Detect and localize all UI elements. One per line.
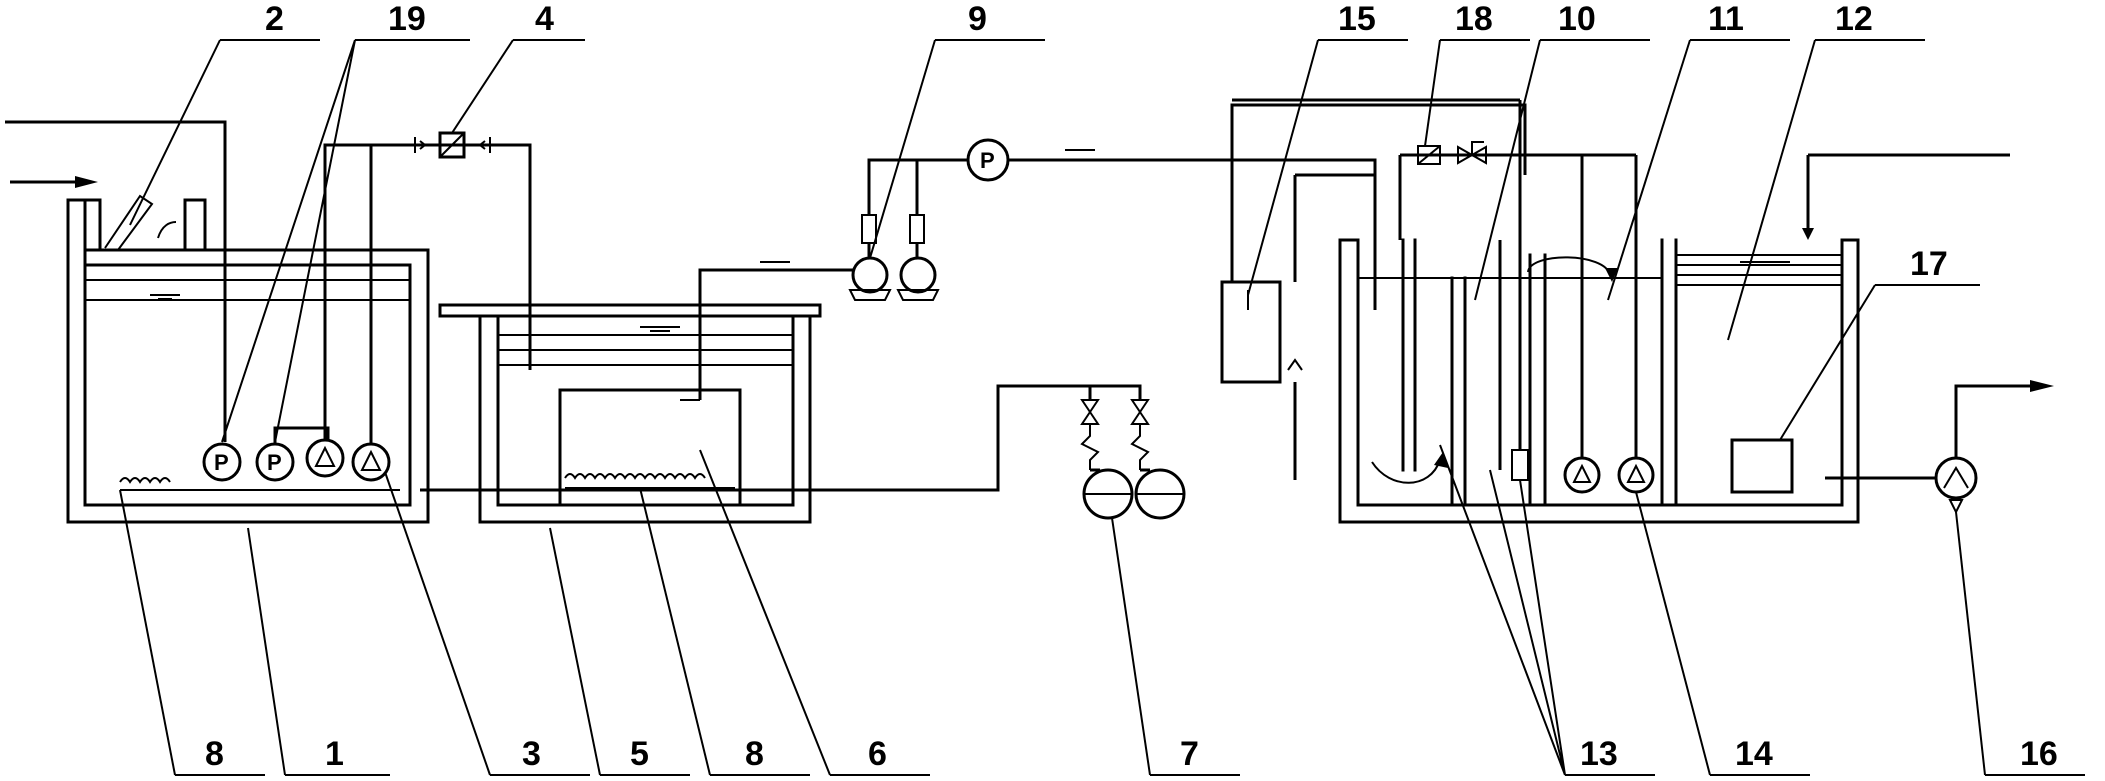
tank-1-inlet-pipes bbox=[5, 120, 227, 442]
label-16: 16 bbox=[2020, 735, 2058, 773]
label-15: 15 bbox=[1338, 0, 1376, 38]
label-10: 10 bbox=[1558, 0, 1596, 38]
label-14: 14 bbox=[1735, 735, 1773, 773]
bottom-labels: 8 1 3 5 8 6 7 13 14 16 bbox=[119, 444, 2085, 776]
tank-1-pumps: P P bbox=[202, 143, 440, 482]
tank-1 bbox=[66, 194, 430, 524]
submersible-pump-icon bbox=[1563, 456, 1601, 494]
air-pipe bbox=[420, 384, 1186, 520]
label-1: 1 bbox=[325, 735, 344, 773]
label-13: 13 bbox=[1580, 735, 1618, 773]
label-8-middle: 8 bbox=[745, 735, 764, 773]
top-labels: 2 19 4 9 15 18 10 11 12 17 bbox=[129, 0, 1980, 443]
inlet-arrow-icon bbox=[75, 176, 98, 188]
tank-15 bbox=[1220, 103, 1527, 480]
submersible-pump-icon bbox=[1617, 456, 1655, 494]
pump-symbol: P bbox=[980, 148, 995, 173]
label-2: 2 bbox=[265, 0, 284, 38]
label-7: 7 bbox=[1180, 735, 1199, 773]
tank-right bbox=[1232, 98, 2054, 524]
pumps-9: P bbox=[698, 138, 1377, 400]
valve-18 bbox=[1398, 141, 1638, 440]
label-11: 11 bbox=[1708, 0, 1744, 38]
label-4: 4 bbox=[535, 0, 554, 38]
pump-symbol: P bbox=[267, 450, 282, 475]
unit-17-box bbox=[1730, 438, 1794, 494]
label-19: 19 bbox=[388, 0, 426, 38]
label-9: 9 bbox=[968, 0, 987, 38]
pump-p-icon bbox=[202, 442, 242, 482]
submersible-pump-icon bbox=[351, 442, 391, 482]
label-8-left: 8 bbox=[205, 735, 224, 773]
pump-symbol: P bbox=[214, 450, 229, 475]
outlet-arrow-icon bbox=[2030, 380, 2054, 392]
label-17: 17 bbox=[1910, 245, 1948, 283]
outlet-pump-icon bbox=[1934, 456, 1978, 500]
submersible-pump-icon bbox=[305, 438, 345, 478]
pump-9-icon bbox=[899, 256, 937, 294]
label-6: 6 bbox=[868, 735, 887, 773]
tank-5 bbox=[438, 303, 822, 524]
label-18: 18 bbox=[1455, 0, 1493, 38]
label-5: 5 bbox=[630, 735, 649, 773]
label-12: 12 bbox=[1835, 0, 1873, 38]
pump-9-icon bbox=[851, 256, 889, 294]
label-3: 3 bbox=[522, 735, 541, 773]
